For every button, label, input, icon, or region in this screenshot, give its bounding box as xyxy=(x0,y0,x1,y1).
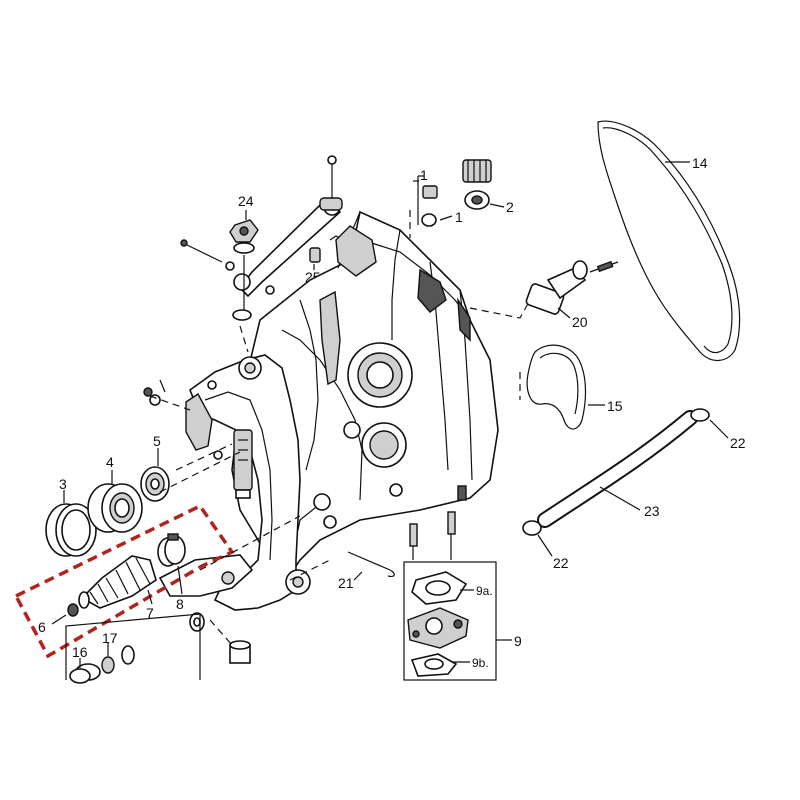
callout-8: 8 xyxy=(176,596,184,612)
callout-3: 3 xyxy=(59,476,67,492)
clamp-6 xyxy=(67,603,79,617)
callout-9a: 9a. xyxy=(476,584,493,598)
seal-1-lower xyxy=(421,213,437,227)
callout-22-bottom: 22 xyxy=(553,555,569,571)
callout-24: 24 xyxy=(238,193,254,209)
callout-4: 4 xyxy=(106,454,114,470)
shaft-assembly-16 xyxy=(69,626,186,684)
bellows-7 xyxy=(78,555,157,609)
callout-9: 9 xyxy=(514,633,522,649)
callout-1b: 1 xyxy=(420,167,428,183)
callout-17: 17 xyxy=(102,630,118,646)
clamp-3 xyxy=(45,503,97,557)
highlight-box xyxy=(13,503,235,659)
gasket-15 xyxy=(526,344,587,430)
callout-2: 2 xyxy=(506,199,514,215)
callout-22-top: 22 xyxy=(730,435,746,451)
gasket-14 xyxy=(597,120,741,361)
callout-21: 21 xyxy=(338,575,354,591)
callout-20: 20 xyxy=(572,314,588,330)
bushing-1-upper xyxy=(422,185,438,199)
callout-1: 1 xyxy=(455,209,463,225)
clamp-22-top xyxy=(690,408,710,422)
callout-5: 5 xyxy=(153,433,161,449)
callout-6: 6 xyxy=(38,619,46,635)
bearing-top xyxy=(462,159,492,183)
washer-lever xyxy=(232,309,252,321)
seal-5 xyxy=(140,466,170,502)
stud-pair xyxy=(409,511,456,560)
callout-23: 23 xyxy=(644,503,660,519)
fitting-20-flange xyxy=(525,283,565,315)
callout-9b: 9b. xyxy=(472,656,489,670)
callout-15: 15 xyxy=(607,398,623,414)
gimbal-housing xyxy=(158,354,311,611)
callout-14: 14 xyxy=(692,155,708,171)
clamp-22-bottom xyxy=(522,520,542,536)
clamp-8 xyxy=(157,533,186,567)
bellows-ring-4 xyxy=(87,483,143,533)
callout-16: 16 xyxy=(72,644,88,660)
callout-7: 7 xyxy=(146,605,154,621)
inset-box-9 xyxy=(403,561,497,681)
